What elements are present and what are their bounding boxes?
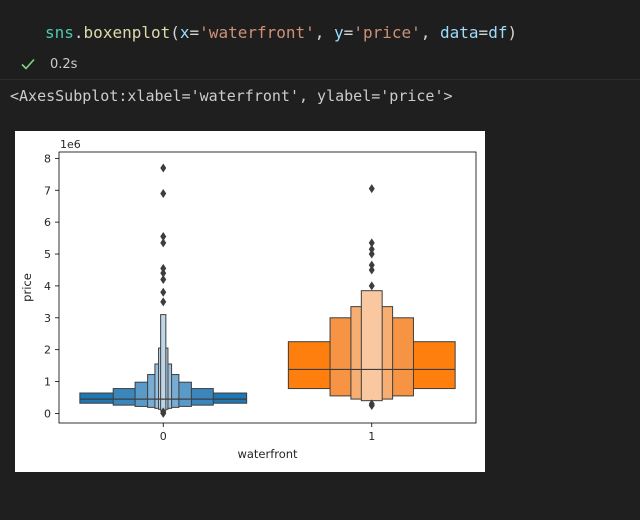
outlier-point <box>160 275 167 285</box>
code-token: , <box>420 23 441 42</box>
outlier-point <box>368 265 375 275</box>
code-token: , <box>314 23 335 42</box>
y-tick-label: 7 <box>44 184 51 197</box>
outlier-point <box>368 249 375 259</box>
outlier-point <box>160 287 167 297</box>
code-token: sns <box>45 23 74 42</box>
code-token: ( <box>170 23 180 42</box>
y-tick-label: 4 <box>44 280 51 293</box>
outlier-point <box>160 238 167 248</box>
x-tick-label: 1 <box>368 430 375 443</box>
code-token: x <box>179 23 190 42</box>
outlier-point <box>368 184 375 194</box>
cell-status: 0.2s <box>20 54 77 74</box>
boxen-box <box>160 314 167 411</box>
boxen-plot: 0 1 2 3 4 5 6 7 8 0 1 1e6 waterfront price <box>15 131 485 472</box>
y-axis-label: price <box>20 273 34 302</box>
outlier-point <box>160 263 167 273</box>
code-token: . <box>73 23 84 42</box>
code-token: data <box>440 23 479 42</box>
cell-output: <AxesSubplot:xlabel='waterfront', ylabel… <box>0 80 640 520</box>
y-offset-label: 1e6 <box>60 138 81 151</box>
y-tick-label: 8 <box>44 152 51 165</box>
code-token: y <box>334 23 344 42</box>
boxen-box <box>360 290 383 402</box>
code-token: = <box>189 23 200 42</box>
code-token: 'price' <box>353 23 421 42</box>
code-token: = <box>478 23 489 42</box>
y-tick-label: 3 <box>44 312 51 325</box>
y-tick-label: 5 <box>44 248 51 261</box>
output-repr-text: <AxesSubplot:xlabel='waterfront', ylabel… <box>10 87 453 105</box>
code-token: 'waterfront' <box>199 23 315 42</box>
outlier-point <box>368 244 375 254</box>
outlier-point <box>160 231 167 241</box>
code-cell[interactable]: sns.boxenplot(x='waterfront', y='price',… <box>0 0 640 80</box>
check-icon <box>21 58 35 70</box>
axes-frame <box>58 151 477 424</box>
code-line[interactable]: sns.boxenplot(x='waterfront', y='price',… <box>45 22 517 44</box>
y-tick-label: 0 <box>44 407 51 420</box>
outlier-point <box>368 260 375 270</box>
outlier-point <box>160 268 167 278</box>
outlier-point <box>368 399 375 409</box>
y-tick-label: 2 <box>44 344 51 357</box>
outlier-point <box>160 297 167 307</box>
code-token: = <box>343 23 354 42</box>
outlier-point <box>160 407 167 417</box>
execution-time: 0.2s <box>50 56 78 72</box>
y-tick-label: 6 <box>44 216 51 229</box>
chart-svg: 0 1 2 3 4 5 6 7 8 0 1 1e6 waterfront price <box>20 138 477 461</box>
outlier-point <box>368 238 375 248</box>
code-token: df <box>488 23 508 42</box>
outlier-point <box>368 281 375 291</box>
code-token: ) <box>507 23 518 42</box>
x-tick-label: 0 <box>160 430 167 443</box>
outlier-point <box>160 188 167 198</box>
y-tick-label: 1 <box>44 376 51 389</box>
outlier-point <box>160 163 167 173</box>
code-token: boxenplot <box>83 23 171 42</box>
x-axis-label: waterfront <box>237 447 298 461</box>
